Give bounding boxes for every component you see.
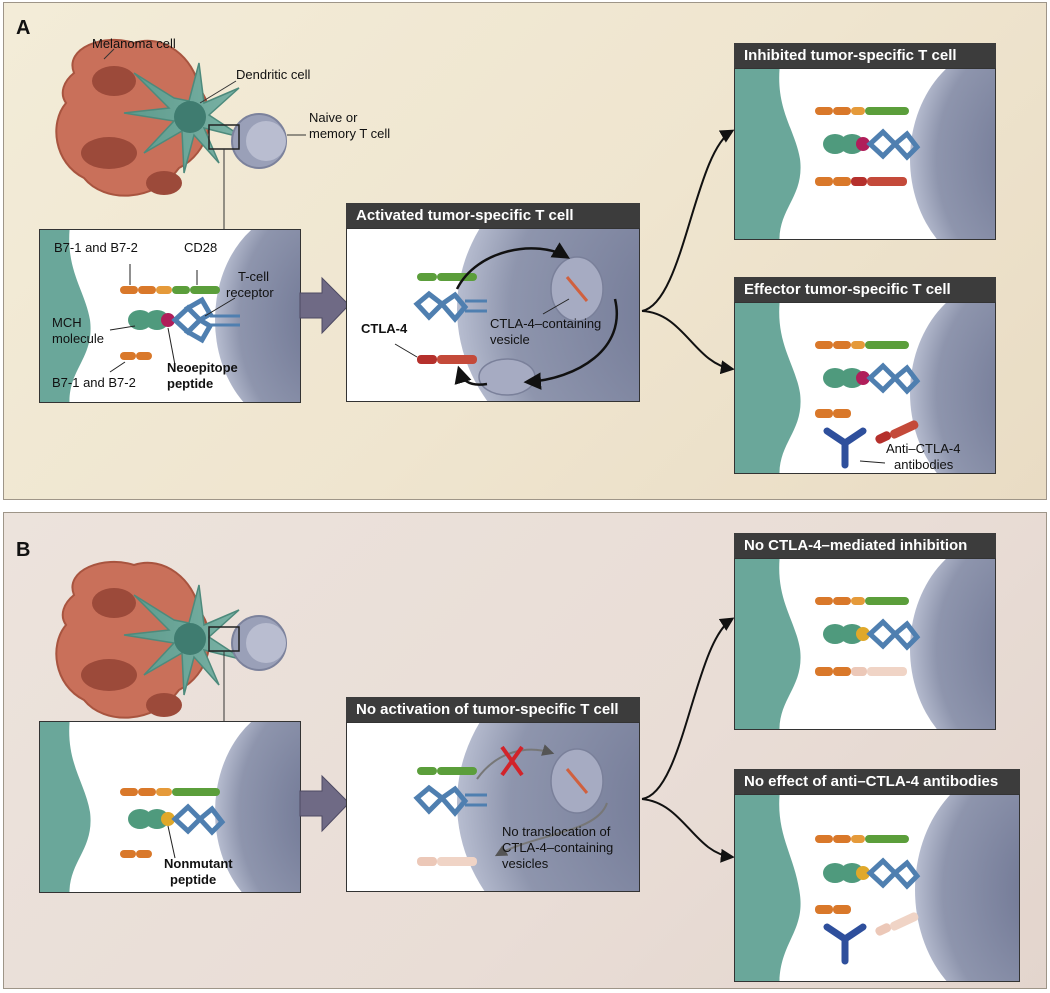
synapse-detail-box-b [39,721,301,893]
naive-t-cell [231,113,287,169]
label-antibodies-1: Anti–CTLA-4 [886,441,961,456]
label-dendritic-cell: Dendritic cell [236,67,311,82]
ctla4-receptor [417,355,477,364]
effector-t-cell-box [734,302,996,474]
branch-arrow-down [641,310,735,375]
branch-arrow-up [641,129,735,312]
header-inhibited: Inhibited tumor-specific T cell [734,43,996,68]
label-mhc-1: MCH [52,315,82,330]
branch-arrow-down [641,798,735,863]
label-cd28: CD28 [184,240,218,255]
label-no-transloc-1: No translocation of [502,824,611,839]
label-naive-t-cell-2: memory T cell [309,126,391,141]
label-mhc-2: molecule [52,331,105,346]
panel-b: B N [3,512,1047,989]
no-activation-box [346,722,640,892]
cell-overview-illustration [55,38,306,231]
label-neoepitope-2: peptide [167,376,214,391]
activated-t-cell-box [346,228,640,402]
header-no-activation: No activation of tumor-specific T cell [346,697,640,722]
label-b7-bottom: B7-1 and B7-2 [52,375,136,390]
no-effect-box [734,794,1020,982]
nonmutant-peptide [161,812,175,826]
b7-lower [120,352,152,360]
label-nonmutant-1: Nonmutant [164,856,233,871]
process-arrow [299,774,350,833]
label-neoepitope-1: Neoepitope [167,360,238,375]
header-no-effect: No effect of anti–CTLA-4 antibodies [734,769,1020,794]
label-tcr-1: T-cell [238,269,270,284]
label-b7-top: B7-1 and B7-2 [54,240,138,255]
header-activated: Activated tumor-specific T cell [346,203,640,228]
blocked-x-icon [500,745,524,777]
label-tcr-2: receptor [226,285,274,300]
melanoma-cell [55,38,211,197]
label-no-transloc-3: vesicles [502,856,549,871]
b7-cd28-pair [120,286,220,294]
panel-a: A Melanoma cell Dendritic cell Naive or … [3,2,1047,500]
header-no-inhibition: No CTLA-4–mediated inhibition [734,533,996,558]
flow-arrows-a [299,129,735,375]
no-inhibition-box [734,558,996,730]
header-effector: Effector tumor-specific T cell [734,277,996,302]
synapse-detail-box-a [39,229,301,403]
process-arrow [299,276,350,335]
flow-arrows-b [299,617,735,863]
inhibited-t-cell-box [734,68,996,240]
anti-ctla4-antibody [823,427,867,469]
label-no-transloc-2: CTLA-4–containing [502,840,614,855]
label-naive-t-cell-1: Naive or [309,110,358,125]
panel-letter: A [16,17,31,39]
label-antibodies-2: antibodies [894,457,954,472]
label-ctla4: CTLA-4 [361,321,408,336]
mhc-tcr-complex [128,296,240,344]
label-vesicle-2: vesicle [490,332,530,347]
label-melanoma-cell: Melanoma cell [92,36,176,51]
label-vesicle-1: CTLA-4–containing [490,316,602,331]
dendritic-cell [123,62,245,174]
panel-letter: B [16,539,31,561]
cell-overview-illustration-b [55,560,287,721]
branch-arrow-up [641,617,735,800]
label-nonmutant-2: peptide [170,872,217,887]
tcr-receptor [413,290,487,323]
